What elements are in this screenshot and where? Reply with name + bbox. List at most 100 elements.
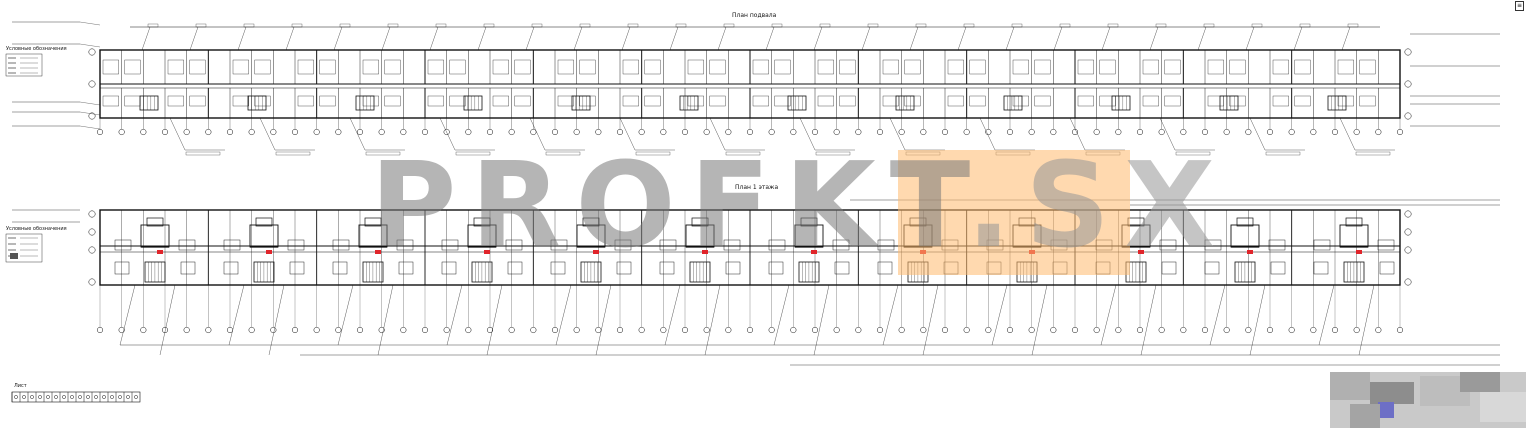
- leader-line: [979, 117, 996, 151]
- axis-bubble: [573, 326, 580, 334]
- axis-bubble: [1201, 326, 1209, 334]
- tag-box: [1299, 23, 1311, 28]
- axis-bubble: [898, 128, 905, 136]
- stair-block: [1003, 95, 1023, 111]
- axis-bubble: [1136, 326, 1144, 334]
- room-label-box: [319, 95, 336, 107]
- axis-bubble: [1396, 128, 1404, 136]
- tag-box: [483, 23, 495, 28]
- room-label-box: [904, 59, 921, 75]
- axis-bubble: [291, 326, 299, 334]
- axis-bubble: [768, 326, 775, 334]
- axis-bubble: [465, 326, 472, 334]
- room-box: [834, 261, 850, 275]
- room-label-box: [1294, 59, 1311, 75]
- row-mark-bubble: [1404, 48, 1412, 56]
- leader-line: [882, 284, 899, 346]
- stair-cage: [685, 224, 715, 248]
- scale-dot: [22, 395, 26, 399]
- entrance-vestibule: [255, 217, 273, 227]
- room-label-box: [622, 95, 639, 107]
- axis-bubble: [1050, 326, 1057, 334]
- room-label-box: [1337, 59, 1354, 75]
- axis-bubble: [681, 128, 689, 136]
- legend-bottom: [5, 233, 43, 263]
- axis-bubble: [400, 326, 407, 334]
- axis-bubble: [1201, 128, 1209, 136]
- tag-box: [455, 151, 491, 156]
- room-label-box: [1294, 95, 1311, 107]
- room-box: [180, 261, 196, 275]
- tag-box: [725, 151, 761, 156]
- room-label-box: [449, 59, 466, 75]
- room-label-box: [947, 95, 964, 107]
- room-label-box: [124, 59, 141, 75]
- leader-line: [439, 117, 456, 151]
- legend-frame: [5, 53, 43, 77]
- room-label-box: [189, 59, 206, 75]
- room-box: [550, 261, 566, 275]
- stair-block: [1219, 95, 1239, 111]
- leader-line: [429, 26, 439, 51]
- tag-box: [867, 23, 879, 28]
- leader-line: [1341, 26, 1351, 51]
- axis-bubble: [1310, 326, 1317, 334]
- room-label-box: [969, 95, 986, 107]
- row-mark-bubble: [88, 48, 96, 56]
- leader-line: [555, 284, 572, 346]
- axis-bubble: [1115, 128, 1122, 136]
- room-label-box: [622, 59, 639, 75]
- leader-line: [268, 284, 285, 356]
- room-box: [768, 261, 784, 275]
- axis-bubble: [1158, 128, 1165, 136]
- scale-dot: [62, 395, 66, 399]
- entrance-vestibule: [691, 217, 709, 227]
- axis-bubble: [1180, 128, 1187, 136]
- leader-line: [922, 284, 939, 356]
- leader-line: [773, 284, 790, 346]
- tag-box: [1059, 23, 1071, 28]
- stair-cage: [467, 224, 497, 248]
- axis-bubble: [811, 326, 819, 334]
- leader-line: [909, 26, 919, 51]
- axis-bubble: [1266, 128, 1274, 136]
- room-label-box: [319, 59, 336, 75]
- leader-line: [486, 284, 503, 356]
- room-box: [832, 239, 850, 251]
- axis-bubble: [941, 326, 949, 334]
- leader-line: [1249, 284, 1266, 356]
- row-mark-bubble: [88, 80, 96, 88]
- axis-bubble: [1028, 326, 1035, 334]
- axis-bubble: [1180, 326, 1187, 334]
- room-box: [1159, 239, 1177, 251]
- legend-top: [5, 53, 43, 77]
- room-label-box: [1012, 95, 1029, 107]
- axis-bubble: [920, 326, 927, 334]
- row-mark-bubble: [1404, 228, 1412, 236]
- legend-fill-swatch: [10, 253, 18, 259]
- room-label-box: [1207, 59, 1224, 75]
- entrance-vestibule: [473, 217, 491, 227]
- leader-line: [1100, 284, 1117, 346]
- scale-dot: [118, 395, 122, 399]
- room-label-box: [969, 59, 986, 75]
- leader-line: [709, 117, 726, 151]
- tag-box: [915, 23, 927, 28]
- room-box: [1268, 239, 1286, 251]
- room-label-box: [427, 95, 444, 107]
- room-box: [877, 239, 895, 251]
- scale-dot: [14, 395, 18, 399]
- room-label-box: [1229, 59, 1246, 75]
- room-label-box: [1099, 95, 1116, 107]
- red-marker: [484, 250, 490, 254]
- leader-line: [799, 117, 816, 151]
- document-icon[interactable]: ≡: [1515, 1, 1524, 11]
- leader-line: [889, 117, 906, 151]
- room-label-box: [1034, 59, 1051, 75]
- axis-bubble: [725, 128, 732, 136]
- tag-box: [531, 23, 543, 28]
- axis-bubble: [421, 128, 429, 136]
- room-box: [178, 239, 196, 251]
- room-box: [877, 261, 893, 275]
- room-box: [507, 261, 523, 275]
